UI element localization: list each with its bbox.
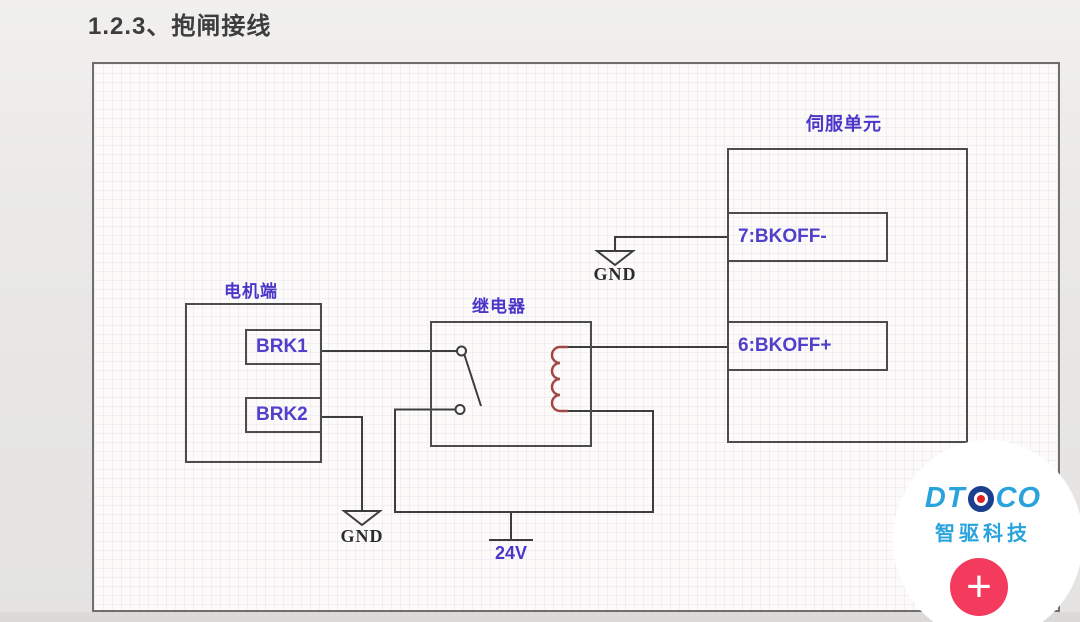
brand-logo: DT CO: [908, 482, 1058, 515]
page-title: 1.2.3、抱闸接线: [88, 13, 272, 40]
brk1-terminal: BRK1: [245, 329, 322, 365]
brand-text-right: CO: [995, 482, 1042, 514]
brand-text-left: DT: [924, 482, 966, 514]
pin-bkoff-minus: 7:BKOFF-: [727, 212, 888, 262]
schematic-canvas: [92, 62, 1060, 612]
brk2-label: BRK2: [256, 404, 308, 425]
pin-bkoff-minus-label: 7:BKOFF-: [738, 226, 827, 247]
pin-bkoff-plus-label: 6:BKOFF+: [738, 335, 832, 356]
aperture-icon: [967, 485, 994, 512]
brk2-terminal: BRK2: [245, 397, 322, 433]
motor-terminal-block: [185, 303, 322, 463]
pin-bkoff-plus: 6:BKOFF+: [727, 321, 888, 371]
relay-block: [430, 321, 592, 447]
relay-label: 继电器: [472, 297, 526, 316]
supply-24v-label: 24V: [494, 543, 528, 563]
bottom-strip: [0, 612, 1080, 622]
gnd-label-left: GND: [340, 526, 384, 546]
plus-icon: +: [966, 562, 992, 611]
gnd-label-top: GND: [593, 264, 637, 284]
servo-unit-block: [727, 148, 968, 443]
servo-unit-label: 伺服单元: [806, 114, 882, 134]
motor-label: 电机端: [224, 282, 278, 301]
aperture-dot: [976, 494, 985, 503]
brk1-label: BRK1: [256, 336, 308, 357]
add-button[interactable]: +: [950, 558, 1008, 616]
brand-name-cn: 智驱科技: [935, 523, 1031, 545]
